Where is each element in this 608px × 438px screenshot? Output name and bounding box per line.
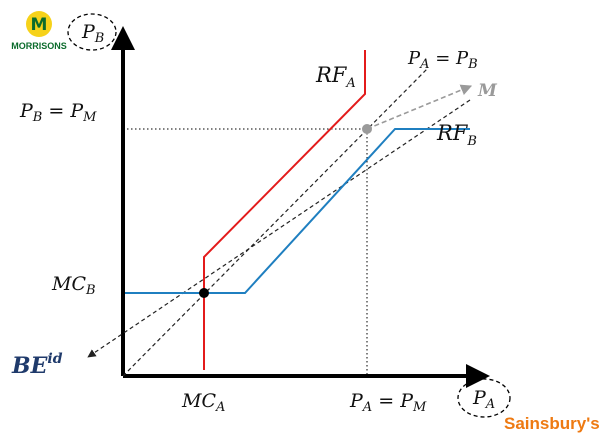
morrisons-logo: M MORRISONS (11, 11, 67, 51)
pm-sub: M (82, 110, 97, 125)
morrisons-initial: M (31, 15, 48, 35)
mcb-base: MC (51, 273, 86, 295)
pa-base: P (349, 390, 364, 412)
sainsburys-logo: Sainsbury's (504, 414, 600, 433)
label-mca: MCA (181, 390, 225, 415)
pb-base: P (19, 100, 34, 122)
pa-eq: = (372, 390, 400, 412)
pb-sub: B (32, 110, 43, 125)
label-pa-eq-pm: PA = PM (349, 390, 427, 415)
y-axis-label-circle (67, 13, 117, 51)
label-mcb: MCB (51, 273, 96, 298)
mca-base: MC (181, 390, 216, 412)
x-axis-label-sub: A (485, 397, 495, 412)
label-pb-eq-pm: PB = PM (19, 100, 97, 125)
rfb-sub: B (466, 134, 477, 149)
label-rfb: RFB (436, 121, 477, 149)
diag-pa-sub: A (419, 57, 429, 72)
rfa-sub: A (345, 76, 355, 91)
y-axis-label: PB (67, 13, 117, 51)
mca-sub: A (215, 400, 225, 415)
rfb-curve (125, 128, 470, 294)
pm-base: P (69, 100, 84, 122)
be-base: BE (11, 353, 49, 379)
diag-pa-base: P (407, 48, 421, 69)
label-rfa: RFA (315, 63, 356, 91)
m-arrow (366, 84, 473, 130)
monopoly-point (362, 124, 372, 134)
label-be: BEid (11, 351, 63, 379)
be-sup: id (47, 351, 62, 367)
morrisons-name: MORRISONS (11, 41, 67, 51)
svg-text:PB: PB (81, 21, 104, 46)
morrisons-badge (26, 11, 52, 37)
x-axis-label: PA (457, 378, 511, 418)
diag-pb-base: P (455, 48, 469, 69)
label-m: M (477, 81, 498, 101)
diag-eq: = (430, 48, 457, 69)
y-axis-label-sub: B (94, 31, 105, 46)
svg-text:PA: PA (472, 387, 495, 412)
x-axis-label-circle (457, 378, 511, 418)
diag-pb-sub: B (467, 57, 478, 72)
pb-eq: = (42, 100, 70, 122)
label-diagonal: PA = PB (407, 48, 478, 72)
equilibrium-point (199, 288, 209, 298)
diagonal-pa-eq-pb (122, 67, 429, 377)
pa-pm-sub: M (412, 400, 427, 415)
pa-sub: A (362, 400, 372, 415)
be-dashed-line (87, 99, 471, 358)
pa-pm-base: P (399, 390, 414, 412)
rfa-curve (203, 50, 366, 370)
x-axis-label-base: P (472, 387, 487, 409)
mcb-sub: B (85, 283, 96, 298)
rfb-base: RF (436, 121, 469, 145)
y-axis-label-base: P (81, 21, 96, 43)
rfa-base: RF (315, 63, 348, 87)
